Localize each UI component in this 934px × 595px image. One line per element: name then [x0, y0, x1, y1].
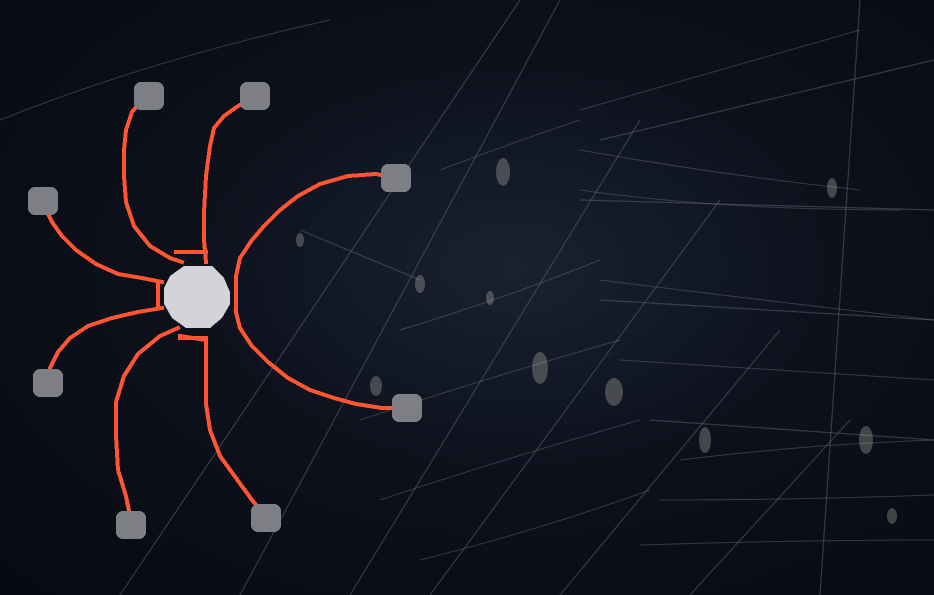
spider-legs: [42, 97, 402, 519]
spider-body[interactable]: [164, 266, 230, 328]
leg-tip-node[interactable]: [381, 164, 411, 192]
leg-tip-node[interactable]: [240, 82, 270, 110]
spider-leg: [114, 325, 181, 519]
leg-tip-node[interactable]: [33, 369, 63, 397]
spider-leg: [202, 97, 253, 265]
spider-leg-tips: [28, 82, 422, 539]
spider-leg: [233, 172, 393, 279]
web-dew-drops: [296, 158, 897, 524]
leg-tip-node[interactable]: [134, 82, 164, 110]
spider-leg: [45, 305, 165, 381]
spider-leg: [177, 333, 265, 515]
spider-leg: [122, 97, 185, 265]
spider-leg: [42, 205, 165, 285]
web-spiral-threads: [0, 19, 934, 561]
spider-leg: [233, 309, 402, 410]
leg-tip-node[interactable]: [28, 187, 58, 215]
leg-tip-node[interactable]: [116, 511, 146, 539]
leg-tip-node[interactable]: [251, 504, 281, 532]
web-radial-threads: [119, 0, 934, 595]
leg-tip-node[interactable]: [392, 394, 422, 422]
